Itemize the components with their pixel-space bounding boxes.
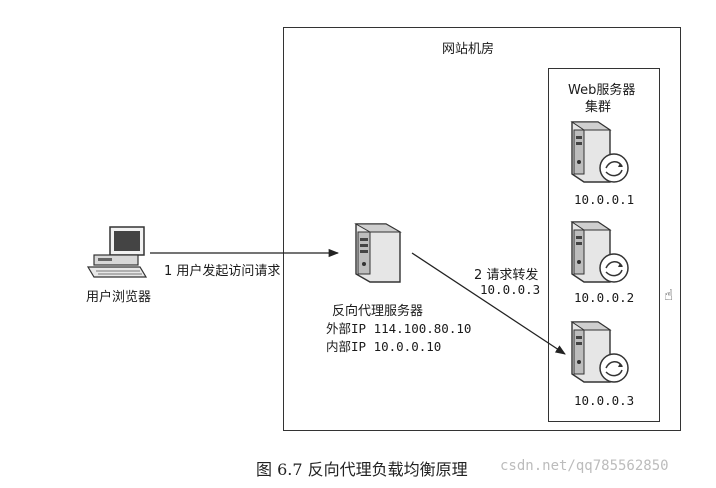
proxy-external-ip: 外部IP 114.100.80.10 <box>326 321 472 336</box>
web-server-1-ip: 10.0.0.1 <box>574 192 635 207</box>
proxy-internal-ip: 内部IP 10.0.0.10 <box>326 339 442 354</box>
browser-computer-icon <box>86 225 150 281</box>
web-server-3-ip: 10.0.0.3 <box>574 393 635 408</box>
forward-arrow <box>411 252 566 355</box>
proxy-server-icon <box>342 220 412 290</box>
web-server-2-icon <box>562 218 632 288</box>
browser-label: 用户浏览器 <box>86 290 152 305</box>
cluster-title-line1: Web服务器 <box>568 83 636 98</box>
web-server-1-icon <box>562 118 632 188</box>
datacenter-boundary <box>283 27 681 431</box>
forward-ip-label: 10.0.0.3 <box>480 282 541 297</box>
proxy-label: 反向代理服务器 <box>332 304 424 319</box>
watermark: csdn.net/qq785562850 <box>500 458 669 474</box>
datacenter-title: 网站机房 <box>442 42 495 57</box>
figure-caption: 图 6.7 反向代理负载均衡原理 <box>256 460 468 479</box>
forward-label: 2 请求转发 <box>474 268 539 283</box>
request-label: 1 用户发起访问请求 <box>164 264 281 279</box>
cluster-title-line2: 集群 <box>585 100 612 115</box>
web-cluster-boundary <box>548 68 660 422</box>
web-server-3-icon <box>562 318 632 388</box>
hand-cursor-icon: ☝ <box>664 286 674 304</box>
web-server-2-ip: 10.0.0.2 <box>574 290 635 305</box>
